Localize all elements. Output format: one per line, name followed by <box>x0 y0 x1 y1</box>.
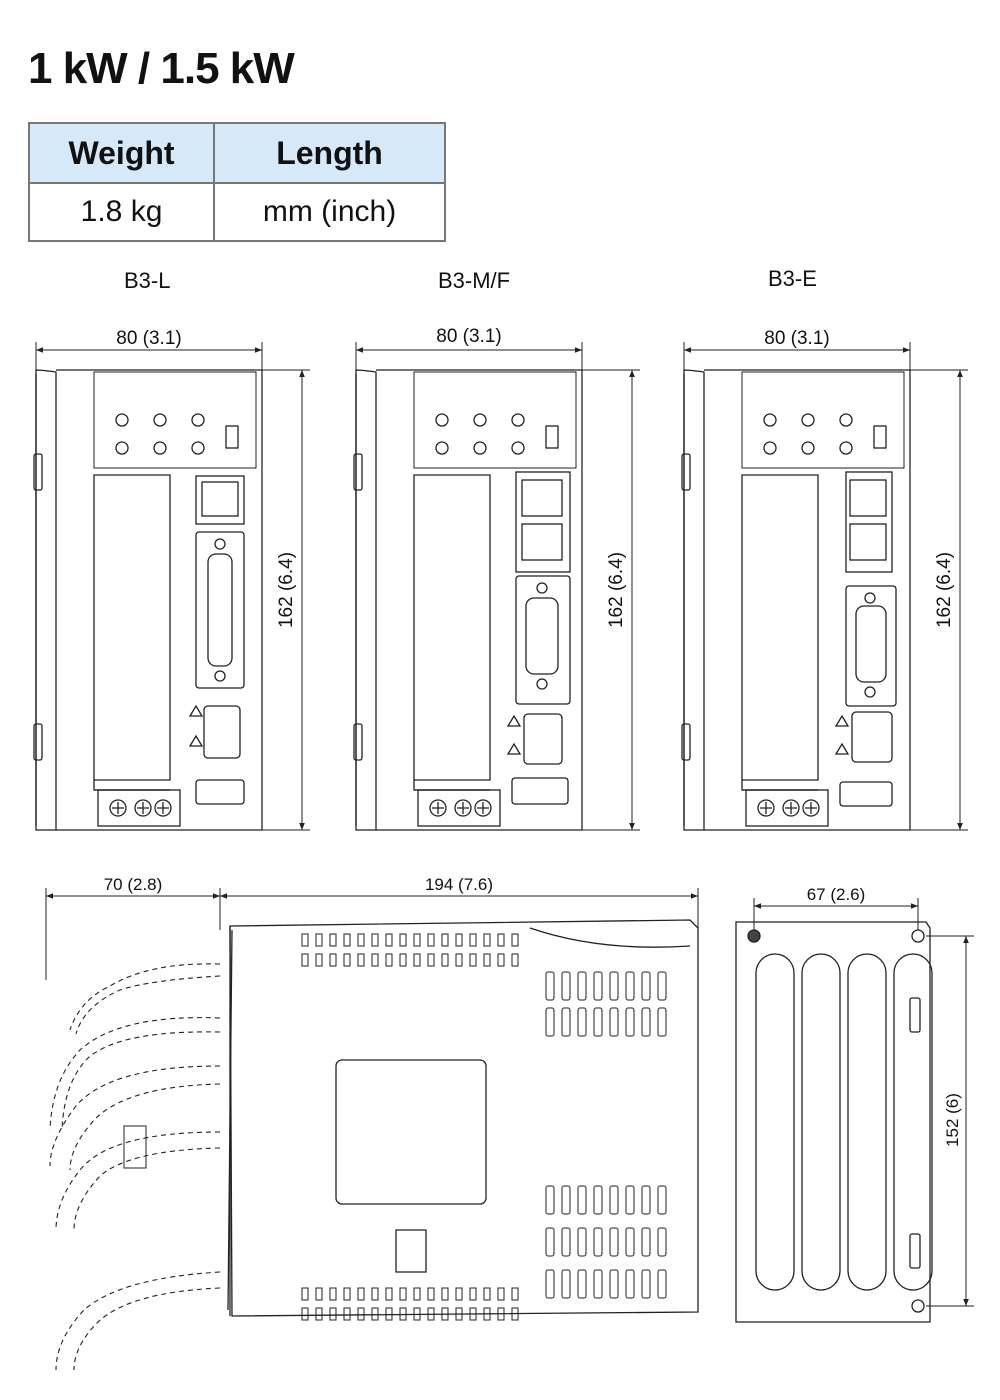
dim-front-width-b3-e: 80 (3.1) <box>764 328 829 349</box>
side-view-drawing: 70 (2.8) 194 (7.6) <box>45 875 699 1371</box>
dim-front-width-b3-l: 80 (3.1) <box>116 328 181 349</box>
variant-label-b3-l: B3-L <box>124 268 171 293</box>
weight-value: 1.8 kg <box>27 182 216 242</box>
page-title: 1 kW / 1.5 kW <box>28 44 295 93</box>
dim-side-cable: 70 (2.8) <box>104 875 163 894</box>
dim-front-height-b3-e: 162 (6.4) <box>934 552 955 628</box>
dim-front-width-b3-mf: 80 (3.1) <box>436 326 501 347</box>
dim-rear-width: 67 (2.6) <box>807 885 866 904</box>
length-value: mm (inch) <box>213 182 446 242</box>
dim-side-depth: 194 (7.6) <box>425 875 493 894</box>
spec-table: Weight Length 1.8 kg mm (inch) <box>27 122 446 242</box>
front-view-b3-l <box>33 369 263 831</box>
front-view-b3-mf <box>353 369 583 831</box>
rear-view-drawing: 67 (2.6) 152 (6) <box>735 885 974 1323</box>
variant-label-b3-mf: B3-M/F <box>438 268 511 293</box>
variant-label-b3-e: B3-E <box>768 266 817 291</box>
front-view-b3-e <box>681 369 911 831</box>
dim-rear-height: 152 (6) <box>943 1093 962 1147</box>
weight-header: Weight <box>27 122 216 184</box>
dim-front-height-b3-mf: 162 (6.4) <box>606 552 627 628</box>
dim-front-height-b3-l: 162 (6.4) <box>276 552 297 628</box>
front-views-drawing: 80 (3.1) 80 (3.1) 80 (3.1) 162 (6.4) 162… <box>33 326 968 831</box>
length-header: Length <box>213 122 446 184</box>
